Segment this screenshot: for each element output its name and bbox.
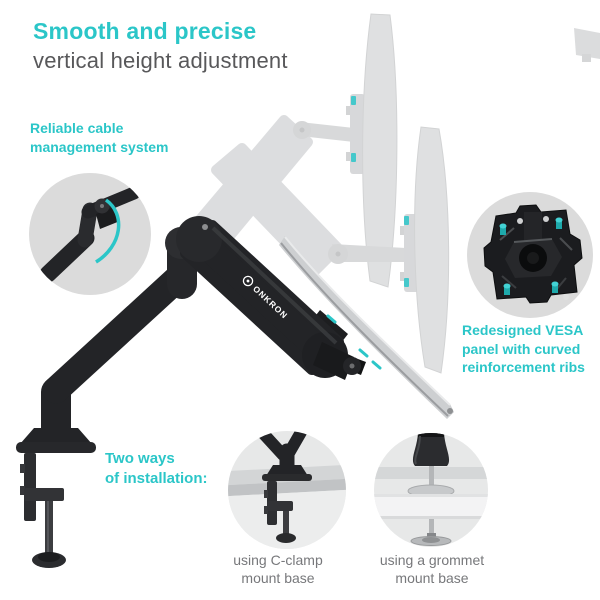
vesa-panel-inset	[467, 192, 593, 318]
c-clamp-inset	[228, 431, 346, 549]
vesa-teal-screws	[499, 217, 563, 295]
teal-cable	[95, 198, 121, 264]
ghost-vesa-screw-accents	[351, 96, 409, 287]
grommet-inset	[374, 433, 488, 547]
cable-management-inset	[29, 173, 151, 295]
title-line-1: Smooth and precise	[33, 18, 257, 44]
grommet-caption: using a grommet mount base	[379, 552, 485, 587]
vesa-teal-accents	[326, 314, 382, 370]
cable-management-callout: Reliable cable management system	[30, 120, 169, 155]
vesa-panel-callout: Redesigned VESA panel with curved reinfo…	[462, 322, 585, 376]
brand-logo-icon	[242, 275, 254, 287]
c-clamp-caption: using C-clamp mount base	[233, 552, 323, 587]
installation-heading: Two ways of installation:	[105, 450, 208, 487]
ghost-arm-positions	[191, 13, 600, 374]
monitor-tilt-bracket	[313, 342, 366, 380]
title-line-2: vertical height adjustment	[33, 48, 288, 73]
